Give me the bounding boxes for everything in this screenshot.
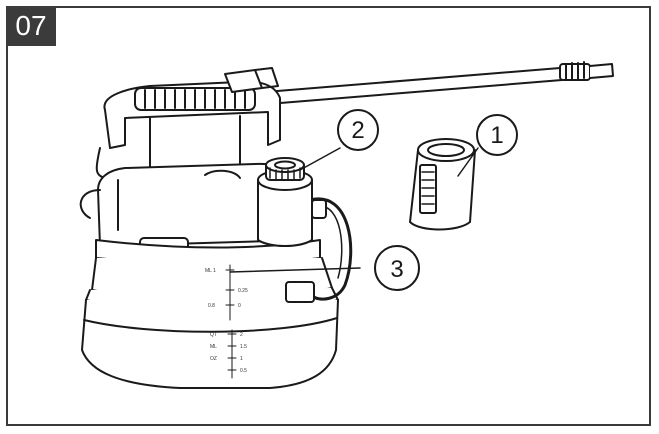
pump-handle xyxy=(95,67,281,179)
spray-wand xyxy=(264,61,614,105)
lower-scale-left-mark: OZ xyxy=(210,356,217,362)
step-number-badge: 07 xyxy=(6,6,56,46)
upper-scale-left-mark: 0.8 xyxy=(208,303,215,309)
sprayer-tank xyxy=(79,162,353,389)
lower-scale-right-mark: 1 xyxy=(240,356,243,362)
lower-scale-right-mark: 2 xyxy=(240,332,243,338)
lower-scale-left-mark: QT xyxy=(210,332,217,338)
callout-2-label: 2 xyxy=(351,117,364,144)
lower-scale-right-mark: 1.5 xyxy=(240,344,247,350)
callout-1-label: 1 xyxy=(490,122,503,149)
lower-scale-right-mark: 0.5 xyxy=(240,368,247,374)
upper-scale-right-mark: 0.25 xyxy=(238,288,248,294)
callout-3-circle xyxy=(374,245,420,291)
callout-1-circle xyxy=(476,114,518,156)
upper-scale-ticks xyxy=(225,264,235,321)
upper-scale-right-mark: 0 xyxy=(238,303,241,309)
refill-cartridge xyxy=(409,138,476,231)
callout-2-leader xyxy=(299,147,341,171)
lower-scale-ticks xyxy=(227,329,237,379)
lower-scale-left-mark: ML xyxy=(210,344,217,350)
callout-1-leader xyxy=(457,147,479,177)
callout-3-label: 3 xyxy=(390,256,403,283)
figure-frame xyxy=(6,6,651,426)
upper-scale-left-mark: ML 1 xyxy=(205,268,216,274)
filler-cap xyxy=(257,157,313,247)
callout-3-leader xyxy=(229,267,361,273)
callout-2-circle xyxy=(337,109,379,151)
